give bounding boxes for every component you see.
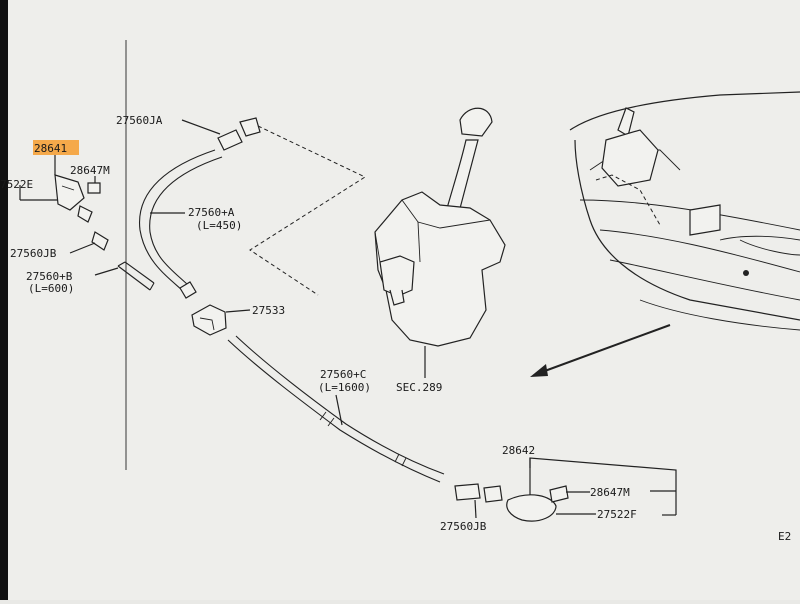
- label-28647m-right: 28647M: [590, 486, 630, 499]
- monitor-bezel: [0, 0, 8, 600]
- label-27522f: 27522F: [597, 508, 637, 521]
- left-nozzle-assembly: [19, 140, 155, 291]
- label-sec-289: SEC.289: [396, 381, 442, 394]
- hose-27560c: [227, 335, 445, 483]
- hose-27560a-assembly: [139, 117, 261, 299]
- car-front-view: [569, 91, 800, 331]
- label-27560c: 27560+C: [320, 368, 366, 381]
- label-28647m-left: 28647M: [70, 164, 110, 177]
- label-28641: 28641: [34, 142, 67, 155]
- highlight-28641: [33, 140, 79, 155]
- label-27522e: 7522E: [0, 178, 33, 191]
- dashed-connection: [249, 125, 367, 296]
- label-27560jb-left: 27560JB: [10, 247, 57, 260]
- right-nozzle-assembly: [454, 457, 677, 522]
- label-27560a-length: (L=450): [196, 219, 242, 232]
- direction-arrow: [530, 324, 671, 377]
- label-page-code: E2: [778, 530, 791, 543]
- label-27560ja: 27560JA: [116, 114, 163, 127]
- label-27533: 27533: [252, 304, 285, 317]
- label-27560c-length: (L=1600): [318, 381, 371, 394]
- label-27560b: 27560+B: [26, 270, 73, 283]
- label-27560b-length: (L=600): [28, 282, 74, 295]
- label-27560a: 27560+A: [188, 206, 235, 219]
- washer-reservoir: [374, 107, 506, 378]
- label-28642: 28642: [502, 444, 535, 457]
- pump-27533: [191, 304, 251, 336]
- label-27560jb-bottom: 27560JB: [440, 520, 487, 533]
